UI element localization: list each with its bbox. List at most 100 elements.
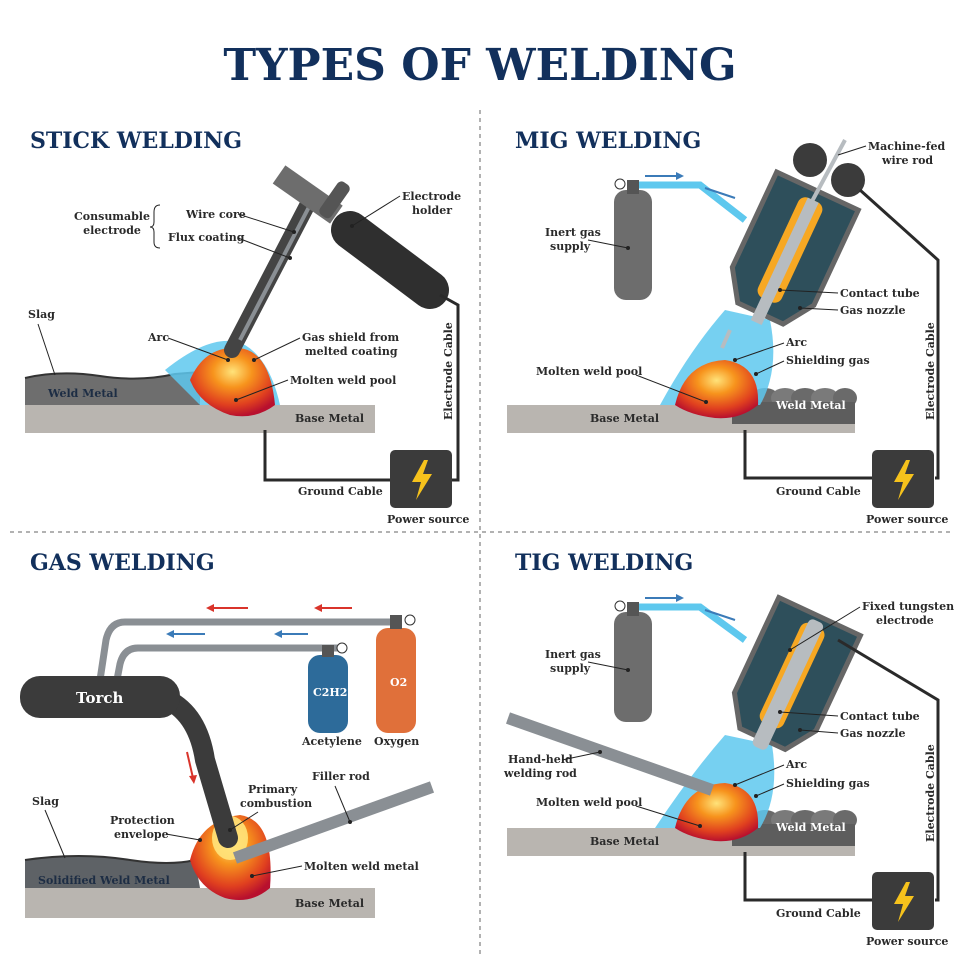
mig-weld-metal-label: Weld Metal [775,399,846,412]
mig-gas-hose [639,181,748,223]
gas-oxygen-hose [96,618,400,681]
mig-inert-label-2: supply [550,240,591,253]
mig-roller-bottom [831,163,865,197]
arrow-right-icon [676,594,684,602]
mig-power-label: Power source [866,513,948,526]
mig-inert-label-1: Inert gas [545,226,601,239]
stick-electrode-holder [331,211,449,309]
stick-base-metal [25,405,375,433]
stick-gas-shield-label-1: Gas shield from [302,331,399,344]
tig-tungsten-label-1: Fixed tungsten [862,600,954,613]
gas-solidified-weld [25,856,200,888]
stick-base-metal-label: Base Metal [295,412,364,425]
gas-solidified-label: Solidified Weld Metal [38,874,170,887]
stick-weld-metal-label: Weld Metal [47,387,118,400]
stick-brace [149,204,161,249]
stick-ground-cable [263,430,390,482]
gas-acetylene-hose [112,644,342,686]
page-title: TYPES OF WELDING [223,40,736,91]
gas-slag-label: Slag [32,795,59,808]
tig-arc-label: Arc [785,758,807,771]
tig-ground-cable [743,852,872,902]
gas-filler-label: Filler rod [312,770,370,783]
gas-base-metal-label: Base Metal [295,897,364,910]
stick-holder-label-1: Electrode [402,190,461,203]
tig-inert-label-1: Inert gas [545,648,601,661]
tig-gas-cylinder [614,612,652,722]
tig-nozzle-label: Gas nozzle [840,727,906,740]
mig-wire-rod [808,139,847,206]
stick-welding-panel: STICK WELDING Consumable electrode Wire … [24,128,469,526]
mig-machine-fed-label-1: Machine-fed [868,140,945,153]
mig-machine-fed-label-2: wire rod [881,154,933,167]
mig-contact-label: Contact tube [840,287,920,300]
gas-slag [24,855,196,864]
gas-primary-label-2: combustion [240,797,312,810]
gas-protection-label-1: Protection [110,814,175,827]
tig-shielding-label: Shielding gas [786,777,870,790]
mig-ground-label: Ground Cable [776,485,861,498]
stick-cable-label: Electrode Cable [442,322,455,420]
mig-nozzle-label: Gas nozzle [840,304,906,317]
lightning-icon [412,460,432,500]
oxygen-cylinder [376,628,416,733]
tig-molten-label: Molten weld pool [536,796,642,809]
gauge-icon [336,642,348,654]
gas-torch-body [20,676,180,718]
gas-flow-arrows [166,604,352,784]
mig-ground-cable [743,430,872,480]
tig-cable-label: Electrode Cable [924,744,937,842]
stick-consumable-label-2: electrode [83,224,141,237]
acetylene-label: Acetylene [301,735,362,748]
tig-welding-rod [506,712,714,796]
stick-weld-metal [25,372,200,405]
gas-base-metal [25,888,375,918]
tig-welding-panel: TIG WELDING [503,550,954,948]
stick-arc-label: Arc [147,331,169,344]
tig-weld-metal-label: Weld Metal [775,821,846,834]
mig-cable-label: Electrode Cable [924,322,937,420]
lightning-icon [894,460,914,500]
gauge-icon [614,178,626,190]
stick-molten-label: Molten weld pool [290,374,396,387]
tig-tungsten-label-2: electrode [876,614,934,627]
mig-electrode-cable [858,188,940,480]
stick-power-label: Power source [387,513,469,526]
tig-handheld-label-2: welding rod [503,767,577,780]
mig-welding-panel: MIG WELDING [507,128,948,526]
tig-inert-label-2: supply [550,662,591,675]
mig-heading: MIG WELDING [515,128,701,154]
mig-wire-tip [720,329,732,349]
tig-electrode-cable [837,638,940,902]
stick-slag [24,371,201,380]
stick-flux-label: Flux coating [168,231,245,244]
gauge-icon [404,614,416,626]
stick-holder-clamp [272,165,350,224]
stick-wire-core-label: Wire core [185,208,246,221]
c2h2-label: C2H2 [313,686,347,699]
tig-ground-label: Ground Cable [776,907,861,920]
mig-gas-nozzle [729,168,862,327]
stick-heading: STICK WELDING [30,128,242,154]
o2-label: O2 [390,676,407,689]
mig-molten-label: Molten weld pool [536,365,642,378]
tig-contact-label: Contact tube [840,710,920,723]
stick-holder-label-2: holder [412,204,452,217]
acetylene-cylinder [308,655,348,733]
tig-base-metal-label: Base Metal [590,835,659,848]
stick-ground-label: Ground Cable [298,485,383,498]
mig-gas-cylinder [614,190,652,300]
tig-gas-nozzle [731,594,864,753]
tig-power-label: Power source [866,935,948,948]
mig-base-metal-label: Base Metal [590,412,659,425]
mig-shielding-label: Shielding gas [786,354,870,367]
stick-electrode [224,192,318,358]
stick-consumable-label-1: Consumable [74,210,150,223]
gauge-icon [614,600,626,612]
oxygen-label: Oxygen [374,735,419,748]
tig-heading: TIG WELDING [515,550,693,576]
gas-molten-label: Molten weld metal [304,860,419,873]
gas-heading: GAS WELDING [30,550,215,576]
stick-slag-label: Slag [28,308,55,321]
